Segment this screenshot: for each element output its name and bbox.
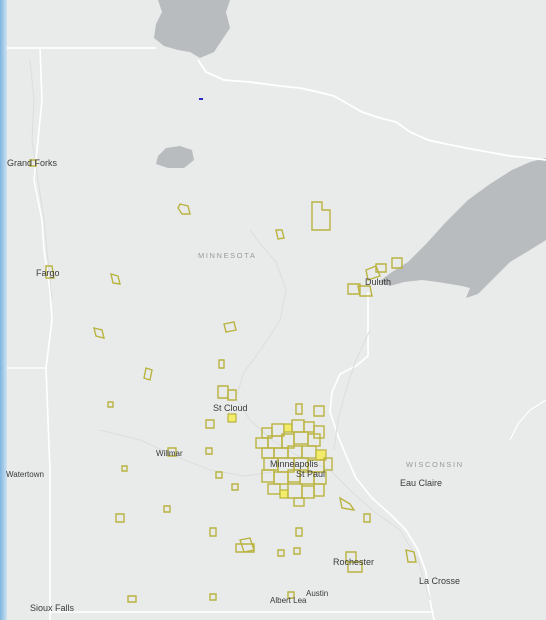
red-lake [156, 146, 194, 168]
city-label-rochester: Rochester [333, 557, 374, 567]
mn-sd-border [45, 367, 51, 620]
city-label-la-crosse: La Crosse [419, 576, 460, 586]
polygon[interactable] [127, 595, 137, 603]
canada-border [7, 47, 546, 161]
polygon[interactable] [235, 543, 255, 553]
polygon[interactable] [391, 257, 403, 269]
polygon[interactable] [45, 265, 55, 279]
polygon[interactable] [357, 285, 373, 297]
state-label-wisconsin: WISCONSIN [406, 460, 464, 469]
city-label-albert-lea: Albert Lea [270, 596, 307, 605]
mn-wi-border [329, 292, 435, 620]
polygon[interactable] [223, 321, 237, 333]
st-croix-river [333, 329, 371, 451]
polygon[interactable] [293, 497, 305, 507]
city-label-duluth: Duluth [365, 277, 391, 287]
polygon[interactable] [107, 401, 114, 408]
red-river [29, 59, 53, 301]
polygon[interactable] [339, 496, 356, 511]
polygon[interactable] [163, 505, 171, 513]
city-label-sioux-falls: Sioux Falls [30, 603, 75, 613]
polygon[interactable] [93, 327, 105, 339]
polygon[interactable] [277, 549, 285, 557]
polygon[interactable] [209, 527, 217, 537]
mn-nd-border [33, 47, 53, 369]
boundaries [7, 47, 546, 620]
polygon[interactable] [283, 423, 293, 433]
polygon[interactable] [231, 483, 239, 491]
polygon[interactable] [405, 549, 417, 563]
polygon[interactable] [227, 389, 237, 401]
polygon[interactable] [209, 593, 217, 601]
lake-superior [378, 158, 546, 298]
polygon[interactable] [167, 447, 177, 457]
polygon[interactable] [311, 201, 331, 231]
minnesota-river [99, 429, 273, 477]
polygon[interactable] [215, 471, 223, 479]
location-marker[interactable] [199, 98, 203, 100]
city-label-watertown: Watertown [6, 470, 44, 479]
highlight-polygons[interactable] [29, 159, 417, 603]
city-label-eau-claire: Eau Claire [400, 478, 442, 488]
city-label-st-cloud: St Cloud [213, 403, 248, 413]
city-label-willmar: Willmar [156, 449, 183, 458]
polygon[interactable] [375, 263, 387, 273]
polygon[interactable] [205, 447, 213, 455]
city-label-austin: Austin [306, 589, 328, 598]
polygon[interactable] [287, 591, 295, 599]
polygon[interactable] [143, 367, 153, 381]
polygon[interactable] [293, 547, 301, 555]
polygon[interactable] [313, 483, 325, 497]
polygon[interactable] [110, 273, 121, 285]
polygon[interactable] [29, 159, 37, 167]
land-background [7, 0, 546, 620]
polygon[interactable] [295, 527, 303, 537]
polygon[interactable] [313, 405, 325, 417]
polygon[interactable] [227, 413, 237, 423]
polygon[interactable] [115, 513, 125, 523]
polygon[interactable] [267, 483, 281, 495]
polygon[interactable] [323, 457, 333, 471]
polygon[interactable] [295, 403, 303, 415]
polygon[interactable] [275, 229, 285, 240]
lake-of-the-woods [154, 0, 230, 58]
polygon[interactable] [313, 425, 325, 439]
metro-polygon-cluster[interactable] [255, 419, 333, 507]
polygon[interactable] [205, 419, 215, 429]
polygon[interactable] [177, 203, 191, 215]
polygon[interactable] [365, 265, 381, 281]
left-panel-edge [0, 0, 7, 620]
polygon[interactable] [347, 561, 363, 573]
polygon[interactable] [279, 489, 289, 499]
city-label-fargo: Fargo [36, 268, 60, 278]
polygon[interactable] [121, 465, 128, 472]
city-label-grand-forks: Grand Forks [7, 158, 58, 168]
polygon[interactable] [363, 513, 371, 523]
polygon[interactable] [218, 359, 225, 369]
state-label-minnesota: MINNESOTA [198, 251, 256, 260]
city-label-st-paul: St Paul [296, 469, 325, 479]
city-label-minneapolis: Minneapolis [270, 459, 319, 469]
water-bodies [154, 0, 546, 298]
wi-mi-border [509, 399, 546, 441]
rivers [29, 59, 431, 601]
mississippi-river [235, 229, 431, 601]
